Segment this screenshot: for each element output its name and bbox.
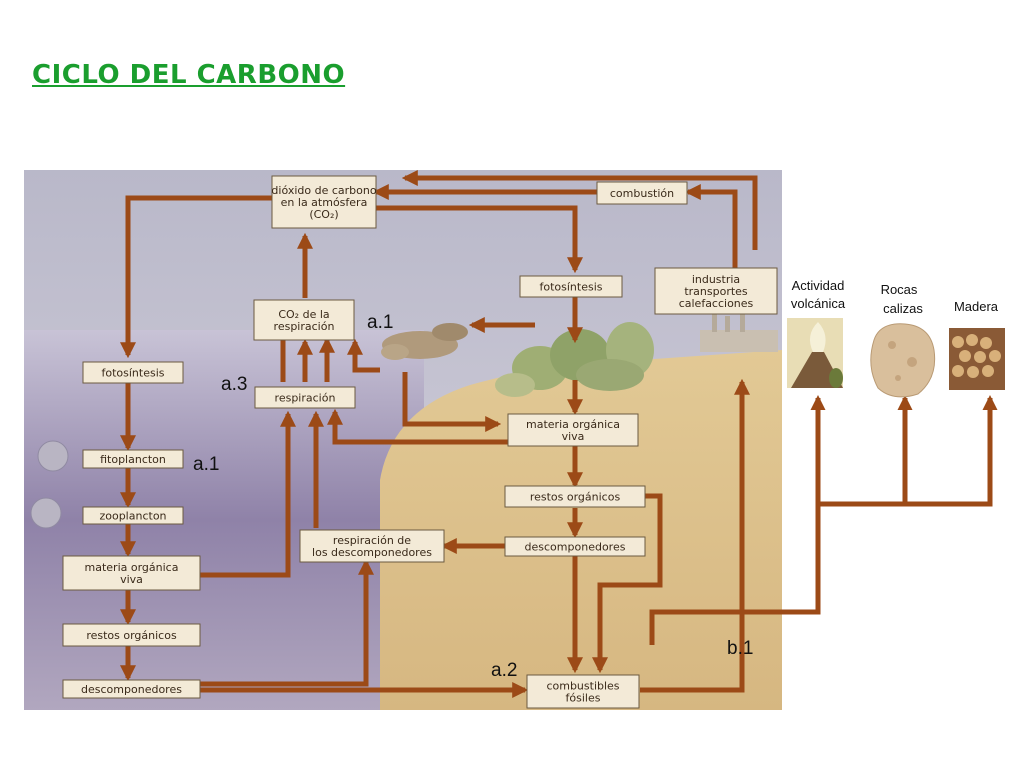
flow-arrows: [119, 169, 758, 699]
box-organic-matter-sea-text: viva: [120, 573, 143, 586]
box-zooplankton-text: zooplancton: [99, 510, 166, 523]
arrow-industry-to-combustion: [684, 183, 738, 268]
box-organic-remains-sea-frame: [62, 623, 201, 647]
source-limestone-label-1: Rocas: [881, 282, 918, 297]
box-decomposers-land-text: descomponedores: [525, 541, 626, 554]
box-combustion: combustión: [596, 181, 688, 205]
limestone-rock-icon: [870, 323, 936, 398]
box-fossil-fuels-text: combustibles: [546, 680, 619, 693]
label-a1-top: a.1: [367, 312, 393, 333]
source-volcanic-label-2: volcánica: [791, 296, 846, 311]
box-industry-frame: [654, 267, 778, 315]
box-co2-respiration-frame: [253, 299, 355, 341]
arrow-restos-to-fossils: [591, 493, 663, 674]
arrow-seamov-to-resp: [200, 410, 297, 578]
box-respiration: respiración: [254, 386, 356, 409]
label-a1-left: a.1: [193, 454, 219, 475]
arrow-animals-to-respco2: [346, 338, 380, 373]
plankton-icon: [30, 440, 69, 529]
box-photosynthesis-land-frame: [519, 275, 623, 298]
box-organic-remains-land-frame: [504, 485, 646, 508]
box-co2-respiration-text: CO₂ de la: [278, 308, 329, 321]
box-organic-matter-land-text: viva: [562, 430, 585, 443]
box-phytoplankton-text: fitoplancton: [100, 453, 166, 466]
source-limestone-rocks: Rocas calizas: [870, 282, 936, 398]
box-combustion-text: combustión: [610, 187, 674, 200]
box-organic-matter-land-frame: [507, 413, 639, 447]
source-connector-arrows: [649, 395, 998, 645]
box-organic-matter-sea-frame: [62, 555, 201, 591]
label-b1: b.1: [727, 638, 753, 659]
box-zooplankton-frame: [82, 506, 184, 525]
source-wood-label: Madera: [954, 299, 999, 314]
box-phytoplankton: fitoplancton: [82, 449, 184, 469]
box-photosynthesis-sea-frame: [82, 361, 184, 384]
arrow-fossils-to-industry: [640, 378, 751, 693]
arrow-mov-to-resp: [326, 408, 508, 445]
box-organic-matter-land-text: materia orgánica: [526, 418, 620, 431]
source-volcanic-activity: Actividad volcánica: [787, 278, 846, 388]
box-fossil-fuels-frame: [526, 674, 640, 709]
arrow-seadesc-to-respdesc: [200, 558, 375, 687]
box-decomposers-sea-text: descomponedores: [81, 683, 182, 696]
box-industry-text: industria: [692, 273, 740, 286]
animals-icon: [381, 323, 468, 360]
box-organic-remains-sea-text: restos orgánicos: [86, 629, 177, 642]
box-organic-remains-land: restos orgánicos: [504, 485, 646, 508]
box-zooplankton: zooplancton: [82, 506, 184, 525]
box-photosynthesis-land: fotosíntesis: [519, 275, 623, 298]
box-organic-remains-sea: restos orgánicos: [62, 623, 201, 647]
box-co2-respiration-text: respiración: [274, 320, 335, 333]
box-co2-atmosphere-frame: [271, 175, 377, 229]
wood-logs-icon: [949, 328, 1005, 390]
box-co2-atmosphere-text: (CO₂): [309, 208, 338, 221]
box-phytoplankton-frame: [82, 449, 184, 469]
label-a2: a.2: [491, 660, 517, 681]
box-co2-atmosphere-text: dióxido de carbono: [271, 184, 376, 197]
source-wood: Madera: [949, 299, 1005, 390]
box-industry-text: transportes: [684, 285, 748, 298]
box-photosynthesis-land-text: fotosíntesis: [539, 281, 602, 294]
box-respiration-text: respiración: [275, 392, 336, 405]
box-respiration-frame: [254, 386, 356, 409]
box-organic-matter-sea-text: materia orgánica: [85, 561, 179, 574]
box-decomposers-sea: descomponedores: [62, 679, 201, 699]
box-decomposers-land-frame: [504, 536, 646, 557]
box-co2-atmosphere-text: en la atmósfera: [281, 196, 368, 209]
source-limestone-label-2: calizas: [883, 301, 923, 316]
box-decomposer-respiration-text: respiración de: [333, 534, 411, 547]
box-combustion-frame: [596, 181, 688, 205]
arrow-co2-down-to-sea-photosynthesis: [119, 195, 272, 359]
arrow-animals-to-mov: [402, 372, 502, 433]
source-volcanic-label-1: Actividad: [792, 278, 845, 293]
box-decomposer-respiration-frame: [299, 529, 445, 563]
box-photosynthesis-sea: fotosíntesis: [82, 361, 184, 384]
forest-icon: [495, 322, 654, 397]
box-fossil-fuels-text: fósiles: [566, 692, 601, 705]
box-organic-remains-land-text: restos orgánicos: [530, 491, 621, 504]
arrow-co2-to-photosynthesis: [376, 205, 584, 274]
box-industry-text: calefacciones: [679, 297, 754, 310]
box-photosynthesis-sea-text: fotosíntesis: [101, 367, 164, 380]
arrow-industry-to-co2: [401, 169, 758, 250]
factory-icon: [700, 310, 778, 352]
volcano-icon: [787, 318, 843, 388]
page-title: CICLO DEL CARBONO: [32, 60, 346, 90]
box-decomposer-respiration-text: los descomponedores: [312, 546, 432, 559]
box-decomposers-land: descomponedores: [504, 536, 646, 557]
box-decomposers-sea-frame: [62, 679, 201, 699]
label-a3: a.3: [221, 374, 247, 395]
